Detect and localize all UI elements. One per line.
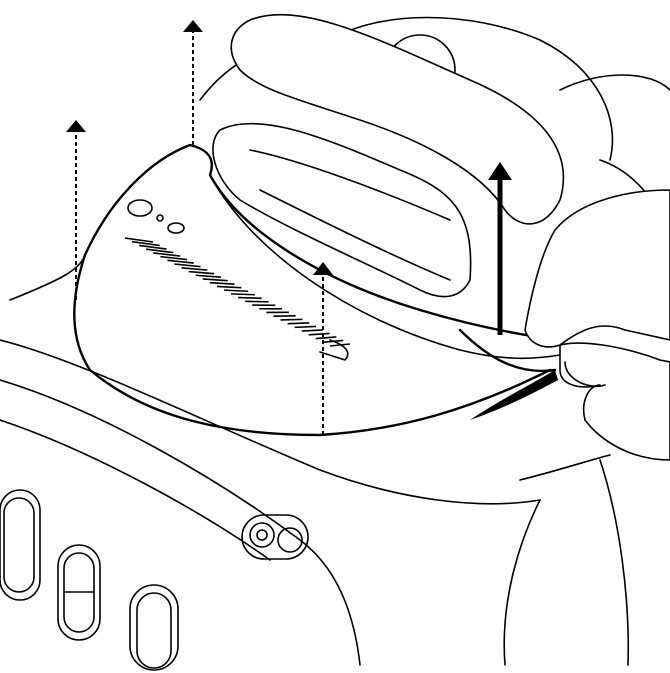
grille-slot (167, 259, 194, 264)
grille-slot (315, 336, 337, 340)
indicator-light-2 (167, 222, 185, 234)
grille-slot (174, 263, 201, 268)
side-button-1 (0, 489, 41, 601)
grille-slot (131, 240, 160, 247)
grille-slot (216, 285, 242, 289)
side-button-3 (129, 584, 179, 671)
grille-slot (308, 332, 330, 336)
port (241, 514, 309, 560)
grille-slot (287, 322, 310, 325)
arrow-head-icon (488, 162, 512, 180)
grille-slot (209, 281, 235, 286)
grille-slot (139, 244, 167, 250)
arrow-head-icon (183, 20, 203, 32)
grille-slot (294, 325, 317, 329)
lift-arrow-left (66, 120, 86, 300)
top-housing (73, 143, 562, 437)
indicator-light-1 (127, 199, 153, 217)
side-buttons (0, 489, 179, 671)
hand (458, 189, 670, 461)
lift-arrow-right (488, 162, 512, 335)
side-button-2 (57, 544, 101, 641)
grille-slot (202, 278, 228, 282)
lift-arrow-center (313, 262, 333, 435)
grille-slot (280, 318, 303, 321)
grille-slot (153, 252, 181, 257)
grille-slot (301, 329, 323, 332)
grille-slot (124, 237, 154, 243)
grille-slot (146, 248, 174, 254)
grille-slot (231, 293, 255, 296)
lift-arrow-top (183, 20, 203, 145)
lens-cover (212, 13, 565, 298)
grille-slot (238, 296, 262, 300)
device-body (0, 254, 630, 666)
grille-slot (160, 255, 188, 261)
grille-slot (195, 274, 221, 278)
speaker-grille (124, 237, 351, 347)
grille-slot (181, 266, 208, 271)
grille-slot (188, 270, 215, 275)
arrow-head-icon (313, 262, 333, 275)
arrow-head-icon (66, 120, 86, 132)
grille-slot (223, 289, 249, 293)
